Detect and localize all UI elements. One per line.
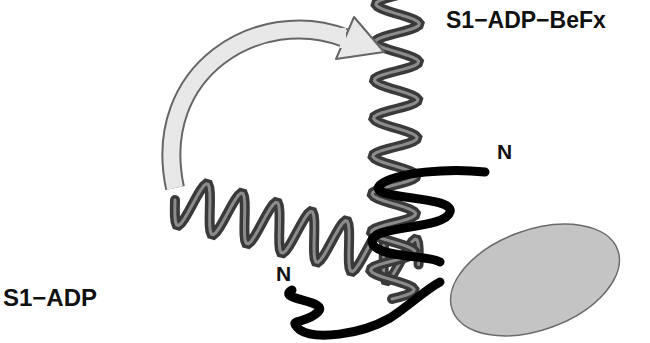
transition-arrow-body: [171, 29, 345, 188]
domain-ellipse: [435, 203, 635, 343]
transition-arrow-head: [336, 17, 384, 59]
terminus-label: N: [497, 140, 512, 163]
terminus-label: N: [276, 262, 291, 285]
n-terminal-chain: [289, 282, 440, 335]
transition-arrow-outline: [171, 29, 345, 188]
state-label: S1−ADP−BeFx: [446, 8, 606, 33]
state-label: S1−ADP: [3, 285, 97, 311]
n-terminal-chain: [372, 171, 485, 262]
arrow-joint: [340, 28, 346, 48]
